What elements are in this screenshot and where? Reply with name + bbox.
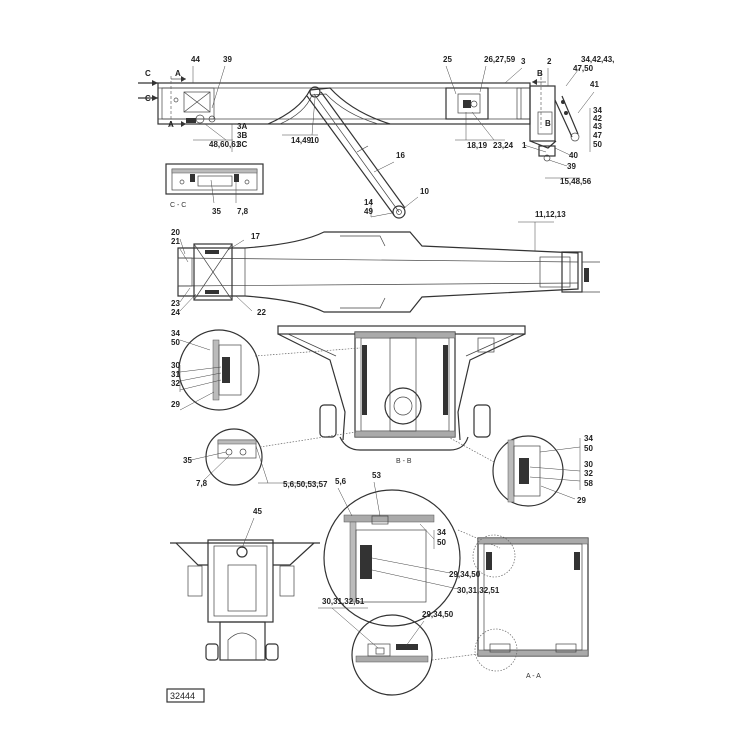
callout-label: 34 [584, 434, 593, 443]
callout-label: 10 [310, 136, 319, 145]
callout-label: 17 [251, 232, 260, 241]
callout-label: 31 [171, 370, 180, 379]
callout-label: 20 [171, 228, 180, 237]
callout-label: 30 [171, 361, 180, 370]
callout-label: 34,42,43, [581, 55, 614, 64]
callout-label: 30,31,32,51 [322, 597, 365, 606]
callout-label: 34 [437, 528, 446, 537]
callout-label: 24 [171, 308, 180, 317]
callout-label: 5,6 [335, 477, 347, 486]
callout-label: 1 [522, 141, 527, 150]
callout-label: 3 [521, 57, 526, 66]
section-a-a-caption: A - A [526, 673, 541, 680]
callout-label: 43 [593, 122, 602, 131]
top-view-boom [138, 65, 595, 219]
callout-label: 29,34,50 [422, 610, 454, 619]
section-a-a [170, 481, 589, 696]
drawing-number: 32444 [170, 691, 195, 701]
callout-label: 14,49 [291, 136, 312, 145]
callout-label: 25 [443, 55, 452, 64]
drawing-number-box: 32444 [166, 688, 205, 703]
callout-label: 49 [364, 207, 373, 216]
callout-label: 16 [396, 151, 405, 160]
callout-label: 21 [171, 237, 180, 246]
section-b-b [178, 325, 581, 507]
callout-label: 23 [171, 299, 180, 308]
callout-label: 3C [237, 140, 247, 149]
callout-label: 47 [593, 131, 602, 140]
callout-label: 3B [237, 131, 247, 140]
callout-label: 35 [212, 207, 221, 216]
callout-label: 48,60,61 [209, 140, 241, 149]
callout-label: 47,50 [573, 64, 594, 73]
callout-label: 39 [567, 162, 576, 171]
callout-label: 2 [547, 57, 552, 66]
callout-label: 50 [584, 444, 593, 453]
section-c-c-caption: C - C [170, 202, 186, 209]
callout-label: 7,8 [196, 479, 208, 488]
callout-label: 50 [593, 140, 602, 149]
callout-label: 45 [253, 507, 262, 516]
callout-label: B [537, 69, 543, 78]
callout-label: C [145, 69, 151, 78]
callout-label: 34 [593, 106, 602, 115]
callout-label: 23,24 [493, 141, 514, 150]
callout-label: 30,31,32,51 [457, 586, 500, 595]
callout-label: 41 [590, 80, 599, 89]
callout-label: 29,34,50 [449, 570, 481, 579]
callout-label: 40 [569, 151, 578, 160]
callout-label: 10 [420, 187, 429, 196]
callout-label: 3A [237, 122, 247, 131]
callout-label: A [168, 120, 174, 129]
callout-label: 11,12,13 [535, 210, 566, 219]
callout-label: 30 [584, 460, 593, 469]
callout-label: 35 [183, 456, 192, 465]
callout-label: 29 [171, 400, 180, 409]
callout-label: 58 [584, 479, 593, 488]
callout-label: 26,27,59 [484, 55, 516, 64]
callout-label: 44 [191, 55, 200, 64]
callout-label: 53 [372, 471, 381, 480]
callout-label: 32 [584, 469, 593, 478]
callout-label: 29 [577, 496, 586, 505]
callout-label: 32 [171, 379, 180, 388]
section-b-b-caption: B - B [396, 458, 412, 465]
callout-label: A [175, 69, 181, 78]
callout-label: 18,19 [467, 141, 488, 150]
callout-label: 50 [171, 338, 180, 347]
callout-label: C [145, 94, 151, 103]
callout-label: 7,8 [237, 207, 249, 216]
callout-label: 5,6,50,53,57 [283, 480, 328, 489]
callout-label: 42 [593, 114, 602, 123]
callout-label: 15,48,56 [560, 177, 592, 186]
callout-label: 22 [257, 308, 266, 317]
callout-label: 50 [437, 538, 446, 547]
callout-label: 14 [364, 198, 373, 207]
callout-label: B [545, 119, 551, 128]
section-c-c [165, 163, 264, 204]
callout-label: 39 [223, 55, 232, 64]
side-view-boom [177, 221, 600, 313]
callout-label: 34 [171, 329, 180, 338]
